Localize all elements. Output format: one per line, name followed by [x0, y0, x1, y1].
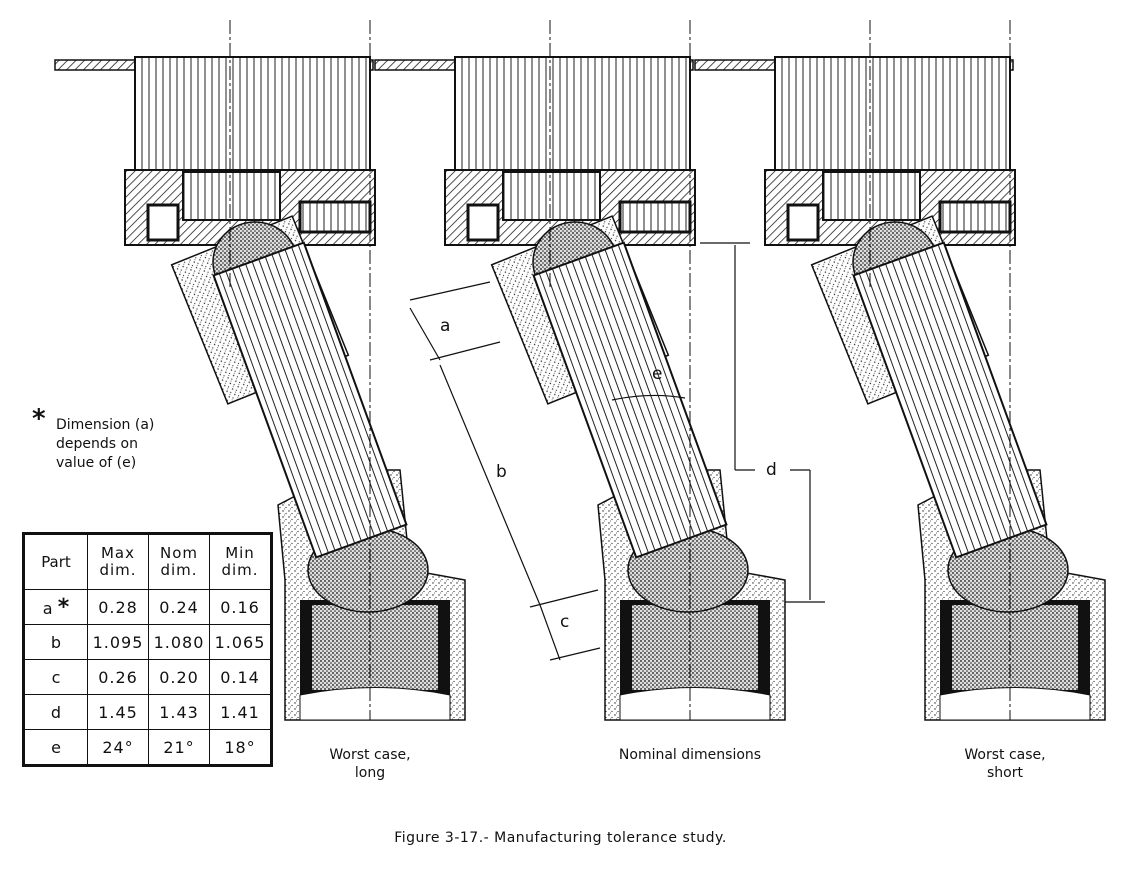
table-row: e 24°21°18°: [23, 729, 272, 766]
caption-worst-case-short: Worst case,short: [964, 747, 1046, 781]
tolerance-table: Part Max dim. Nom dim. Min dim. a * 0.28…: [22, 532, 273, 767]
dimension-label-a: a: [440, 316, 451, 336]
table-header-row: Part Max dim. Nom dim. Min dim.: [23, 533, 272, 590]
dimension-label-b: b: [496, 462, 507, 482]
dimension-label-d: d: [766, 460, 777, 480]
footnote: * Dimension (a) depends on value of (e): [32, 404, 155, 471]
dimension-lines: [409, 242, 825, 661]
caption-worst-case-long: Worst case,long: [329, 747, 411, 781]
dimension-label-c: c: [560, 612, 570, 632]
caption-nominal: Nominal dimensions: [618, 747, 762, 763]
dimension-label-e: e: [652, 364, 663, 384]
asterisk-icon: *: [32, 404, 46, 434]
figure-caption: Figure 3-17.- Manufacturing tolerance st…: [394, 830, 727, 846]
